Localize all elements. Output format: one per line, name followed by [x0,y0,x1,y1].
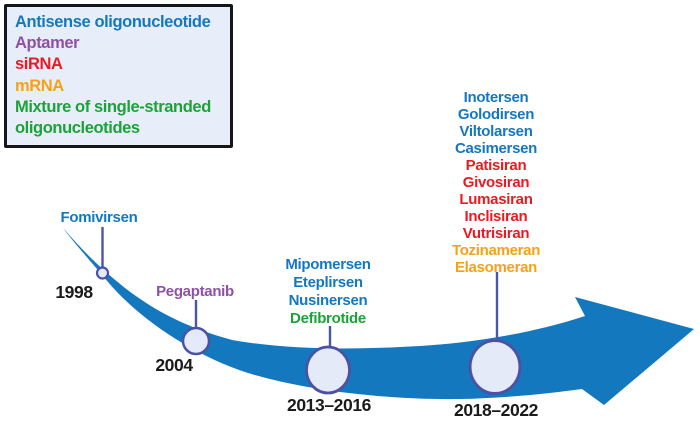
drug-label-mipomersen: Mipomersen [285,256,371,273]
drug-label-patisiran: Patisiran [465,157,527,174]
drug-list-2013-2016: Mipomersen Eteplirsen Nusinersen Defibro… [285,256,371,328]
milestone-marker-1998 [95,266,110,280]
drug-label-vutrisiran: Vutrisiran [462,225,530,242]
drug-label-nusinersen: Nusinersen [288,292,368,309]
year-label-1998: 1998 [55,282,93,302]
milestone-marker-2013-2016 [305,345,351,395]
timeline-arrow [63,228,694,405]
drug-label-viltolarsen: Viltolarsen [459,123,533,140]
legend-item-aptamer: Aptamer [15,34,80,53]
year-label-2013-2016: 2013–2016 [287,395,371,415]
drug-label-defibrotide: Defibrotide [290,310,366,327]
drug-label-inclisiran: Inclisiran [464,208,528,225]
legend-box: Antisense oligonucleotide Aptamer siRNA … [4,4,233,149]
milestone-marker-2004 [181,326,211,356]
legend-item-mrna: mRNA [15,76,64,95]
drug-label-inotersen: Inotersen [463,89,529,106]
drug-label-lumasiran: Lumasiran [459,191,533,208]
drug-list-2018-2022: Inotersen Golodirsen Viltolarsen Casimer… [452,89,540,276]
legend-item-antisense: Antisense oligonucleotide [15,13,211,31]
legend-item-mixture: Mixture of single-stranded oligonucleoti… [15,97,211,138]
year-label-2004: 2004 [155,355,193,375]
drug-label-tozinameran: Tozinameran [451,242,541,259]
drug-label-fomivirsen: Fomivirsen [60,209,138,226]
drug-label-elasomeran: Elasomeran [454,259,538,276]
drug-label-eteplirsen: Eteplirsen [293,274,363,291]
year-label-2018-2022: 2018–2022 [454,400,538,420]
drug-label-casimersen: Casimersen [454,140,538,157]
milestone-marker-2018-2022 [468,339,522,395]
legend-item-sirna: siRNA [15,55,63,74]
drug-label-pegaptanib: Pegaptanib [156,283,234,300]
drug-label-golodirsen: Golodirsen [457,106,535,123]
drug-label-givosiran: Givosiran [462,174,530,191]
